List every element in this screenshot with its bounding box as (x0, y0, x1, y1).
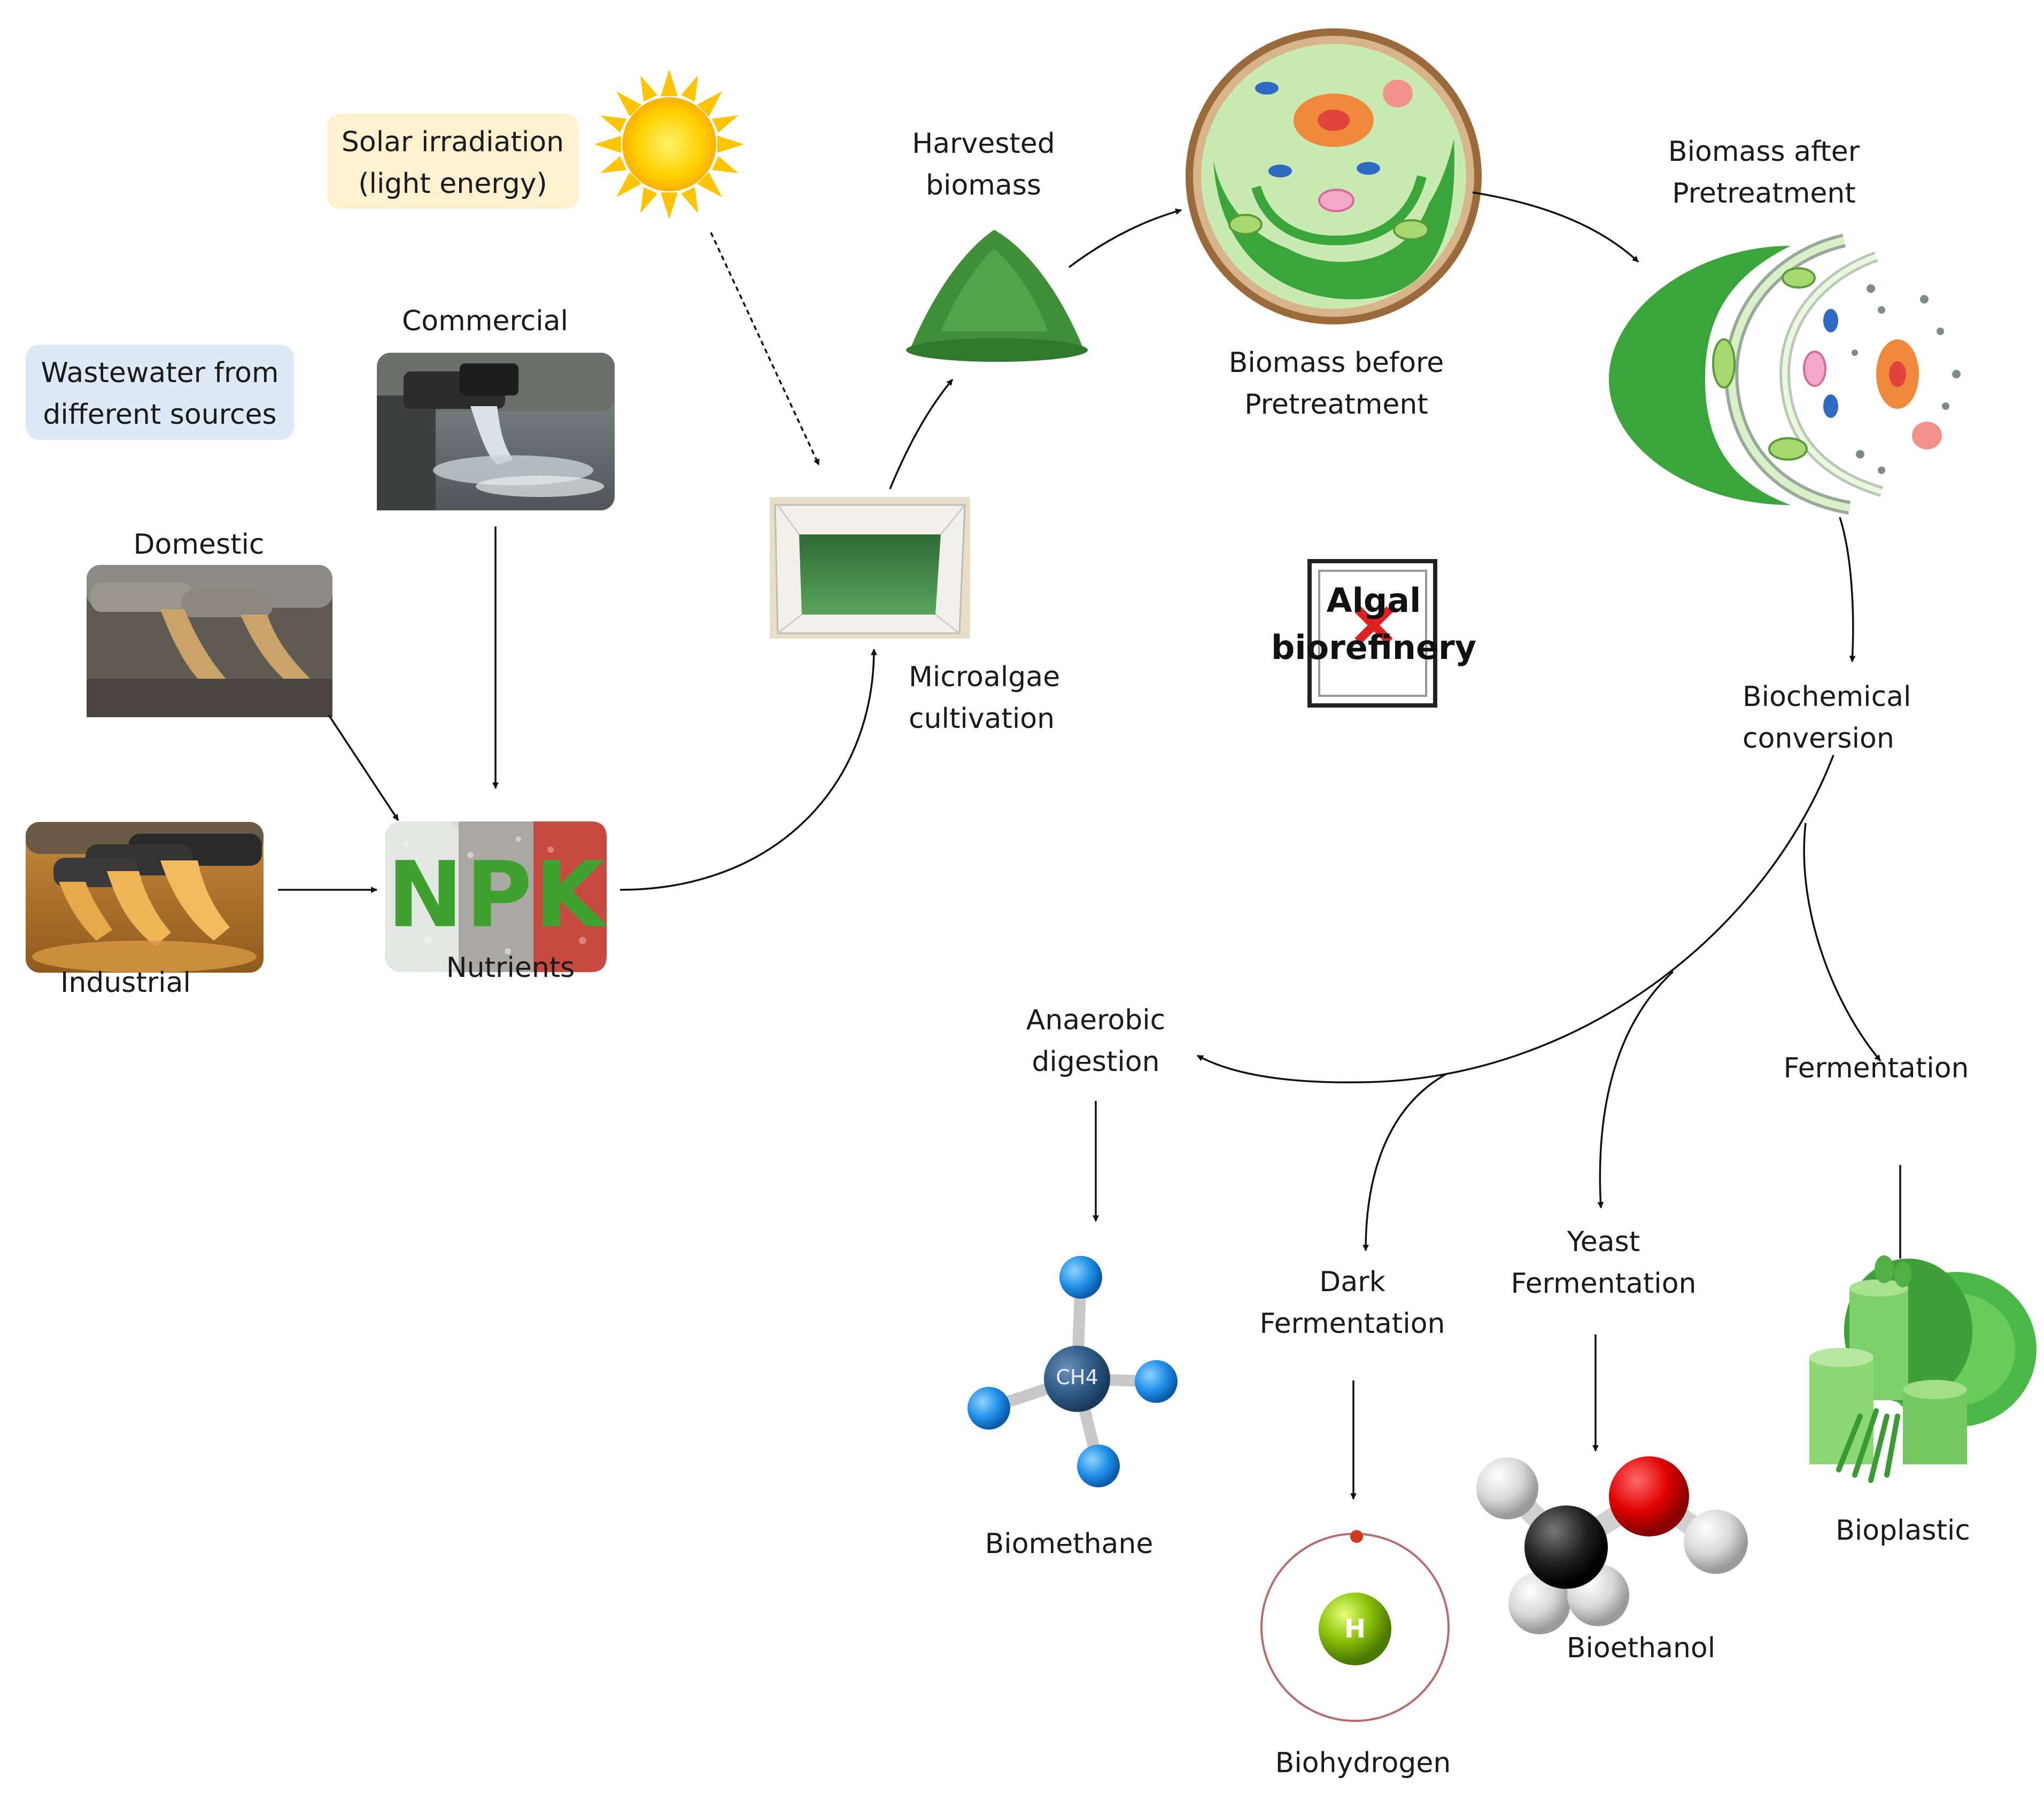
arrow-domestic-to-nutrients (328, 715, 399, 821)
fermentation-label: Fermentation (1783, 1052, 1969, 1084)
arrow-biochemical-to-fermentation (1803, 822, 1882, 1062)
cell-before-pretreatment-image (1186, 28, 1482, 324)
npk-n: N (387, 842, 463, 948)
arrow-cell-before-to-after (1472, 191, 1639, 263)
npk-nutrients-image (385, 821, 607, 972)
hydrogen-atom-icon (1260, 1530, 1450, 1722)
domestic-wastewater-image (87, 565, 332, 717)
biohydrogen-label: Biohydrogen (1275, 1747, 1451, 1779)
arrow-cultivation-to-harvested (889, 378, 954, 490)
nutrients-label: Nutrients (446, 952, 575, 984)
commercial-label: Commercial (401, 305, 568, 337)
broken-image-icon (1354, 606, 1393, 645)
arrow-biochemical-to-anaerobic (1196, 755, 1834, 1084)
microalgae-cultivation-label: Microalgae cultivation (909, 661, 1060, 735)
arrow-solar-to-cultivation (710, 232, 820, 466)
biomethane-label: Biomethane (985, 1528, 1153, 1560)
ch4-label: CH4 (1056, 1365, 1098, 1389)
bioplastic-label: Bioplastic (1836, 1515, 1970, 1547)
yeast-fermentation-label: Yeast Fermentation (1511, 1226, 1697, 1300)
dark-fermentation-label: Dark Fermentation (1259, 1266, 1445, 1340)
ethanol-molecule-icon (1476, 1456, 1748, 1634)
arrow-to-yeast-fermentation (1597, 971, 1674, 1209)
methane-molecule-icon (967, 1256, 1178, 1487)
wastewater-sources-label: Wastewater from different sources (26, 345, 294, 440)
microalgae-pond-image (770, 497, 970, 639)
anaerobic-digestion-label: Anaerobic digestion (1026, 1004, 1166, 1078)
solar-irradiation-label: Solar irradiation (light energy) (327, 114, 578, 209)
arrow-nutrients-to-cultivation (620, 648, 877, 891)
cell-after-pretreatment-image (1609, 234, 1961, 515)
harvested-biomass-label: Harvested biomass (912, 128, 1055, 201)
npk-k: K (535, 842, 605, 948)
biomass-before-pretreatment-label: Biomass before Pretreatment (1228, 347, 1444, 421)
npk-letters: N P K (386, 842, 606, 948)
biochemical-conversion-label: Biochemical conversion (1743, 681, 1911, 755)
h-label: H (1344, 1614, 1366, 1644)
npk-p: P (465, 842, 532, 948)
algal-biorefinery-image-frame (1307, 559, 1437, 708)
bioplastic-tableware-image (1809, 1255, 2037, 1483)
bioethanol-label: Bioethanol (1566, 1632, 1716, 1664)
flow-arrows (278, 191, 1901, 1500)
algal-biorefinery-title: Algal biorefinery (1271, 581, 1476, 667)
industrial-label: Industrial (60, 967, 191, 999)
industrial-wastewater-image (26, 822, 264, 973)
arrow-to-dark-fermentation (1362, 1073, 1446, 1252)
domestic-label: Domestic (133, 529, 265, 561)
arrow-after-to-biochemical (1839, 517, 1856, 663)
sun-icon (594, 69, 744, 219)
biomass-after-pretreatment-label: Biomass after Pretreatment (1668, 136, 1860, 209)
harvested-biomass-image (906, 230, 1088, 362)
arrow-harvested-to-cell (1068, 208, 1182, 268)
commercial-wastewater-image (377, 353, 615, 510)
